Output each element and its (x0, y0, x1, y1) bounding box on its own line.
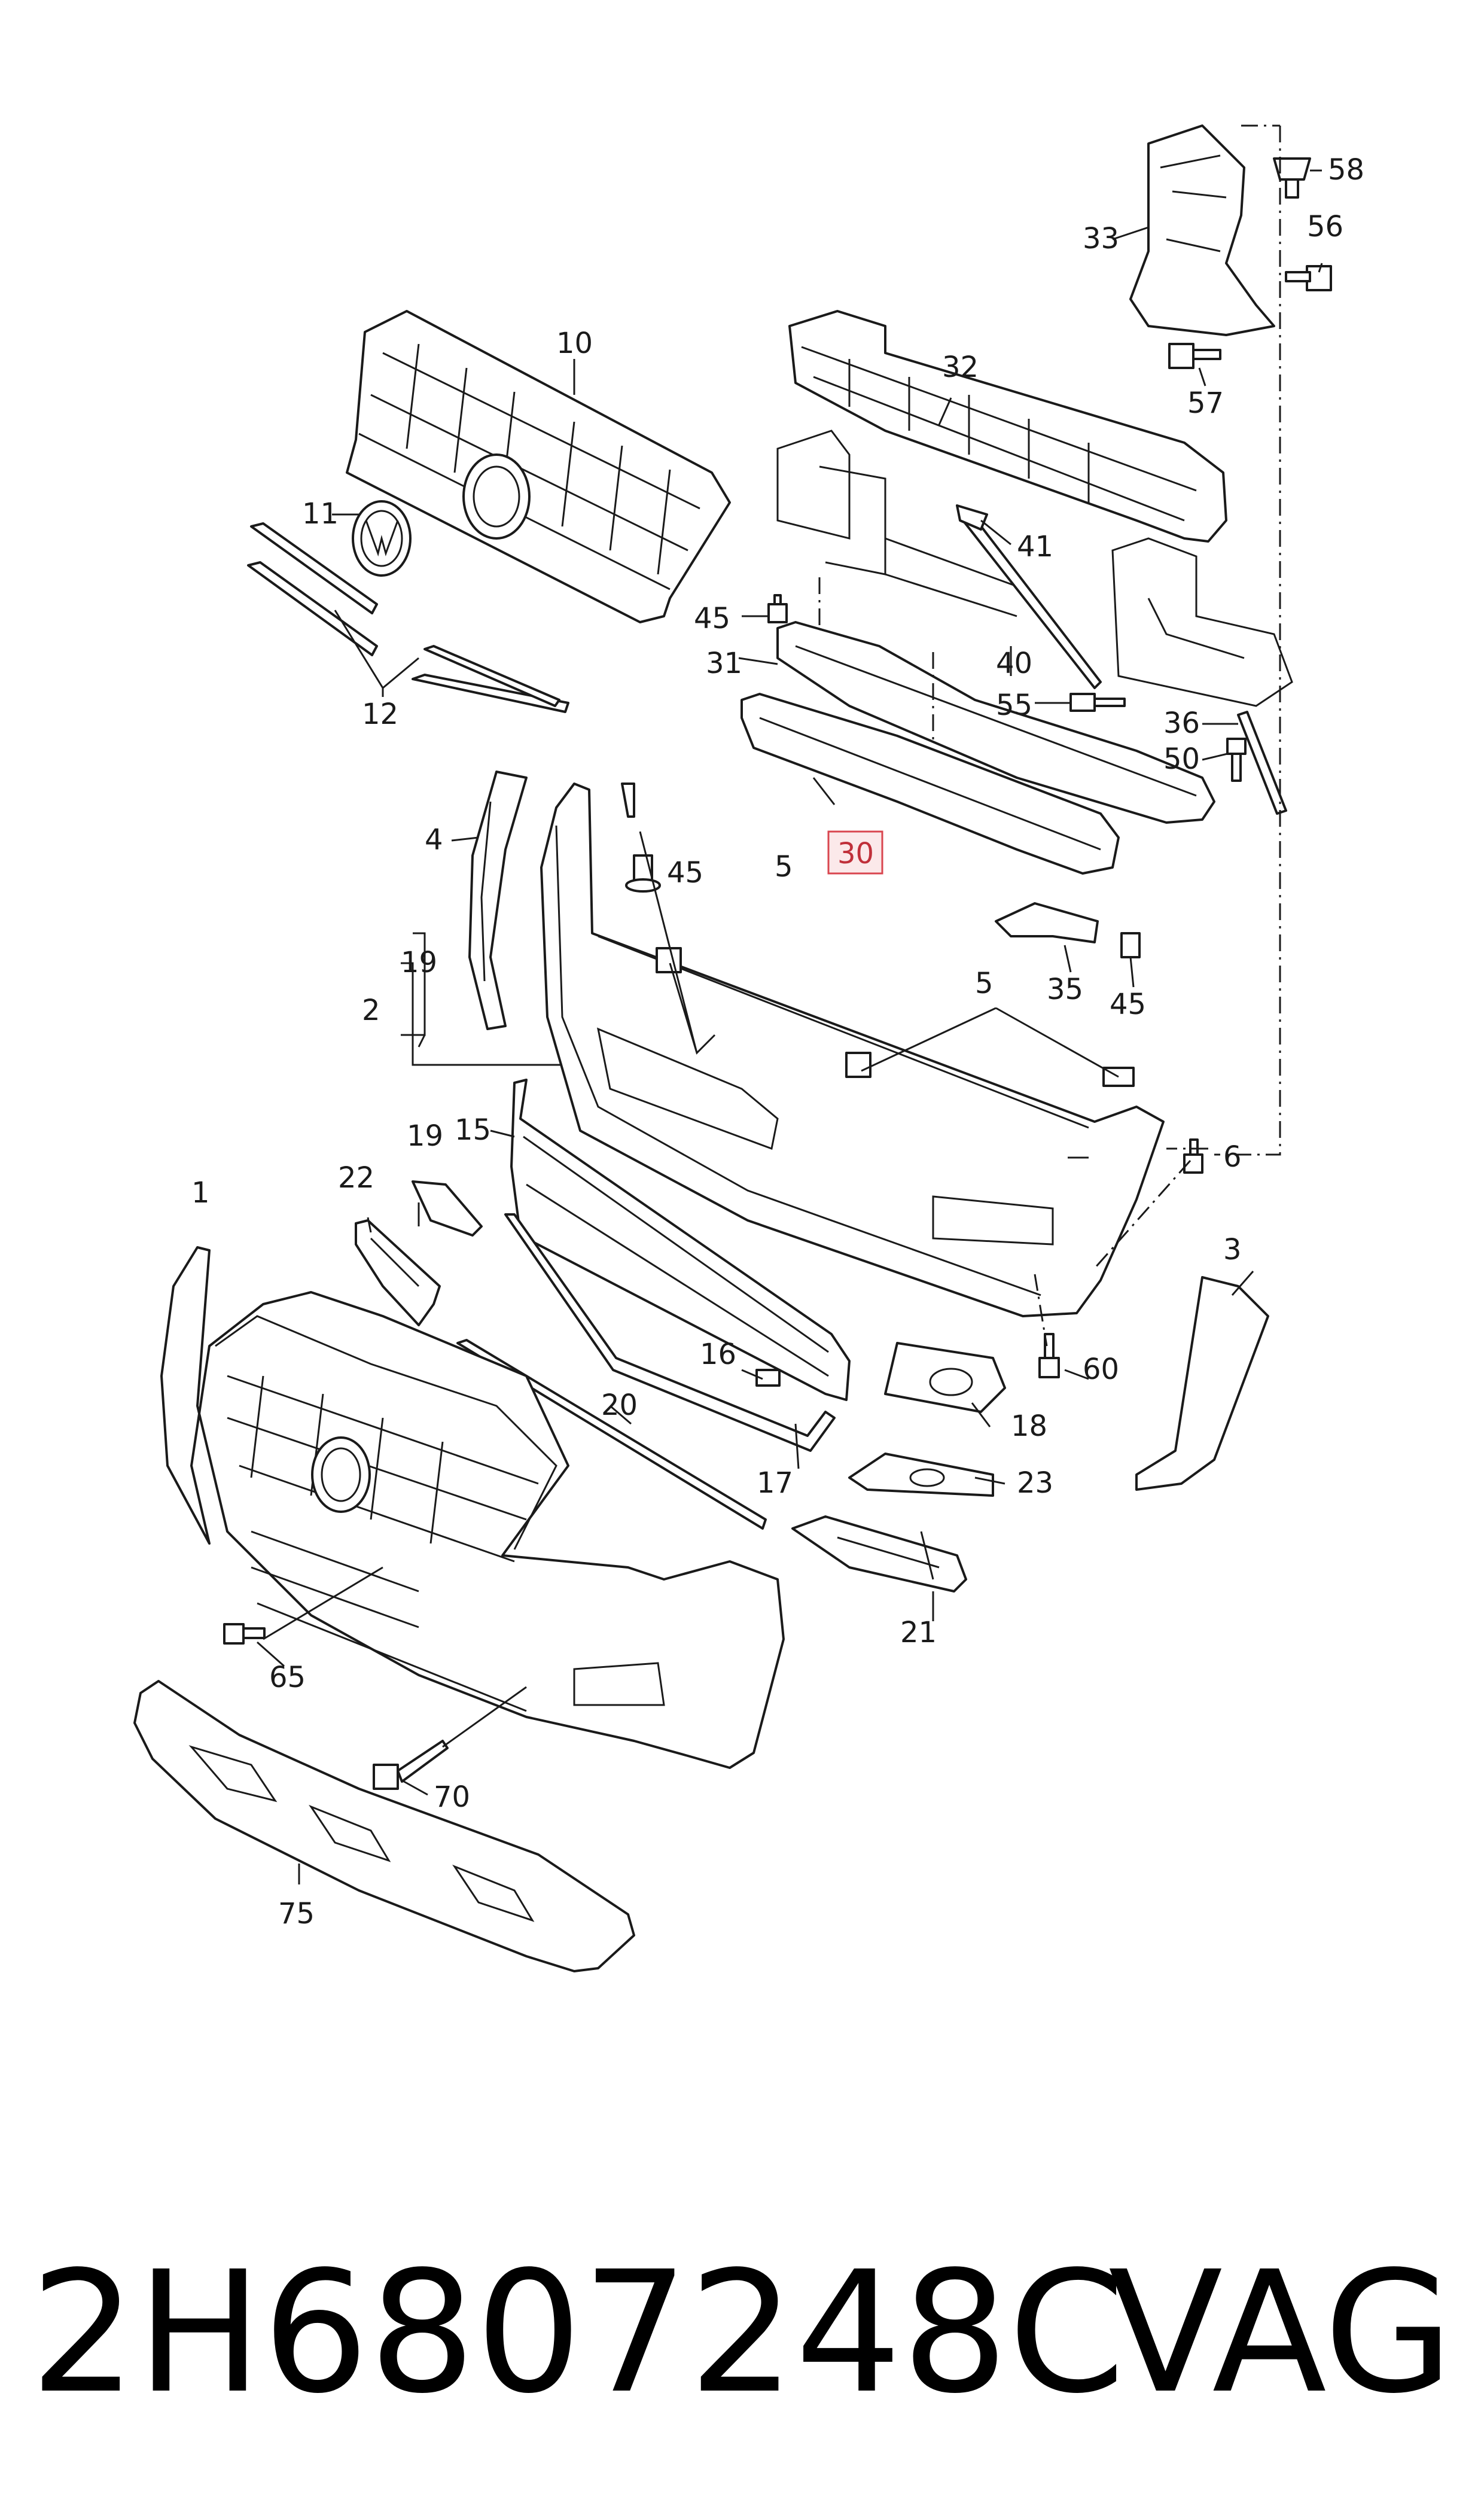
bracket-22-part (355, 1219, 441, 1326)
label-16: 16 (700, 1338, 736, 1371)
screw-58-icon (1273, 157, 1311, 199)
bracket-21-part (791, 1515, 967, 1593)
part-number: 2H6807248C (30, 2236, 1126, 2431)
label-5a: 5 (775, 850, 793, 884)
screw-55-icon (1069, 693, 1126, 712)
label-30-highlighted: 30 (837, 837, 874, 870)
label-17: 17 (757, 1466, 793, 1500)
label-15: 15 (455, 1113, 491, 1147)
label-60: 60 (1083, 1353, 1119, 1386)
part-labels: 10 11 12 4 19 2 5 45 15 19 22 1 5 35 45 … (191, 153, 1364, 1931)
support-rod-36-part (1237, 711, 1287, 815)
screw-57-icon (1168, 343, 1221, 369)
screw-45a-icon (767, 594, 788, 623)
label-35: 35 (1047, 973, 1083, 1006)
bumper-assembly-part (160, 1246, 785, 1769)
alignment-lines (818, 124, 1281, 1347)
label-57: 57 (1187, 386, 1224, 420)
screw-70-icon (373, 1740, 449, 1790)
bracket-23-part (848, 1453, 994, 1497)
bracket-33-part (1129, 124, 1275, 336)
label-1: 1 (191, 1176, 210, 1210)
label-31: 31 (706, 647, 742, 680)
clip-5-parts (621, 783, 1135, 1087)
label-58: 58 (1328, 153, 1364, 187)
bumper-reinforcement-part (788, 310, 1227, 543)
screw-60-icon (1038, 1333, 1060, 1378)
label-18: 18 (1011, 1409, 1047, 1443)
label-22: 22 (338, 1161, 374, 1195)
label-50: 50 (1163, 742, 1200, 776)
highlight-box (827, 830, 883, 875)
label-45c: 45 (1110, 988, 1146, 1021)
trim-strip-20-part (456, 1339, 767, 1530)
leader-lines (257, 169, 1323, 1884)
emblem-part (352, 500, 412, 577)
screw-6-icon (1183, 1138, 1203, 1174)
trim-3-part (1135, 1276, 1269, 1491)
radiator-grille-part (346, 310, 731, 623)
label-70: 70 (434, 1780, 470, 1814)
parts-exploded-diagram: 10 11 12 4 19 2 5 45 15 19 22 1 5 35 45 … (133, 124, 1364, 1972)
label-45b: 45 (667, 856, 703, 890)
impact-absorber-30-part (741, 693, 1120, 875)
body-structure-part (776, 430, 1293, 707)
screw-56-icon (1285, 265, 1332, 291)
label-4: 4 (425, 823, 443, 857)
lower-grille-part (510, 1079, 851, 1401)
label-2: 2 (362, 994, 380, 1027)
label-5b: 5 (975, 967, 994, 1000)
label-12: 12 (362, 698, 398, 731)
label-45a: 45 (694, 602, 730, 635)
foglight-trim-part (884, 1342, 1006, 1413)
label-40: 40 (996, 647, 1032, 680)
screw-45c-icon (1120, 932, 1141, 958)
label-21: 21 (900, 1616, 937, 1649)
grille-trim-strips-part (247, 522, 569, 713)
label-75: 75 (278, 1897, 315, 1931)
bracket-35-part (995, 902, 1099, 943)
label-19b: 19 (407, 1119, 443, 1153)
label-65: 65 (269, 1661, 306, 1694)
label-32: 32 (942, 351, 979, 384)
label-6: 6 (1223, 1140, 1242, 1174)
label-33: 33 (1083, 222, 1119, 255)
label-41: 41 (1017, 530, 1053, 564)
carrier-31-part (776, 621, 1215, 824)
label-19a: 19 (401, 946, 437, 979)
cover-19-part (412, 1180, 483, 1237)
label-10: 10 (556, 327, 593, 360)
bracket-4-part (468, 771, 528, 1030)
screw-50-icon (1226, 738, 1247, 782)
caption: 2H6807248C VAG (30, 2237, 1453, 2429)
skid-plate-part (133, 1680, 635, 1972)
label-3: 3 (1223, 1233, 1242, 1266)
label-36: 36 (1163, 707, 1200, 740)
brand-name: VAG (1108, 2236, 1453, 2431)
label-20: 20 (601, 1389, 638, 1422)
label-23: 23 (1017, 1466, 1053, 1500)
trim-strip-17-part (504, 1213, 836, 1452)
rod-41-clip-icon (956, 504, 988, 531)
fasteners (223, 157, 1332, 1790)
label-55: 55 (996, 689, 1032, 722)
screw-65-icon (223, 1623, 266, 1645)
label-11: 11 (302, 497, 339, 531)
label-56: 56 (1307, 210, 1343, 243)
